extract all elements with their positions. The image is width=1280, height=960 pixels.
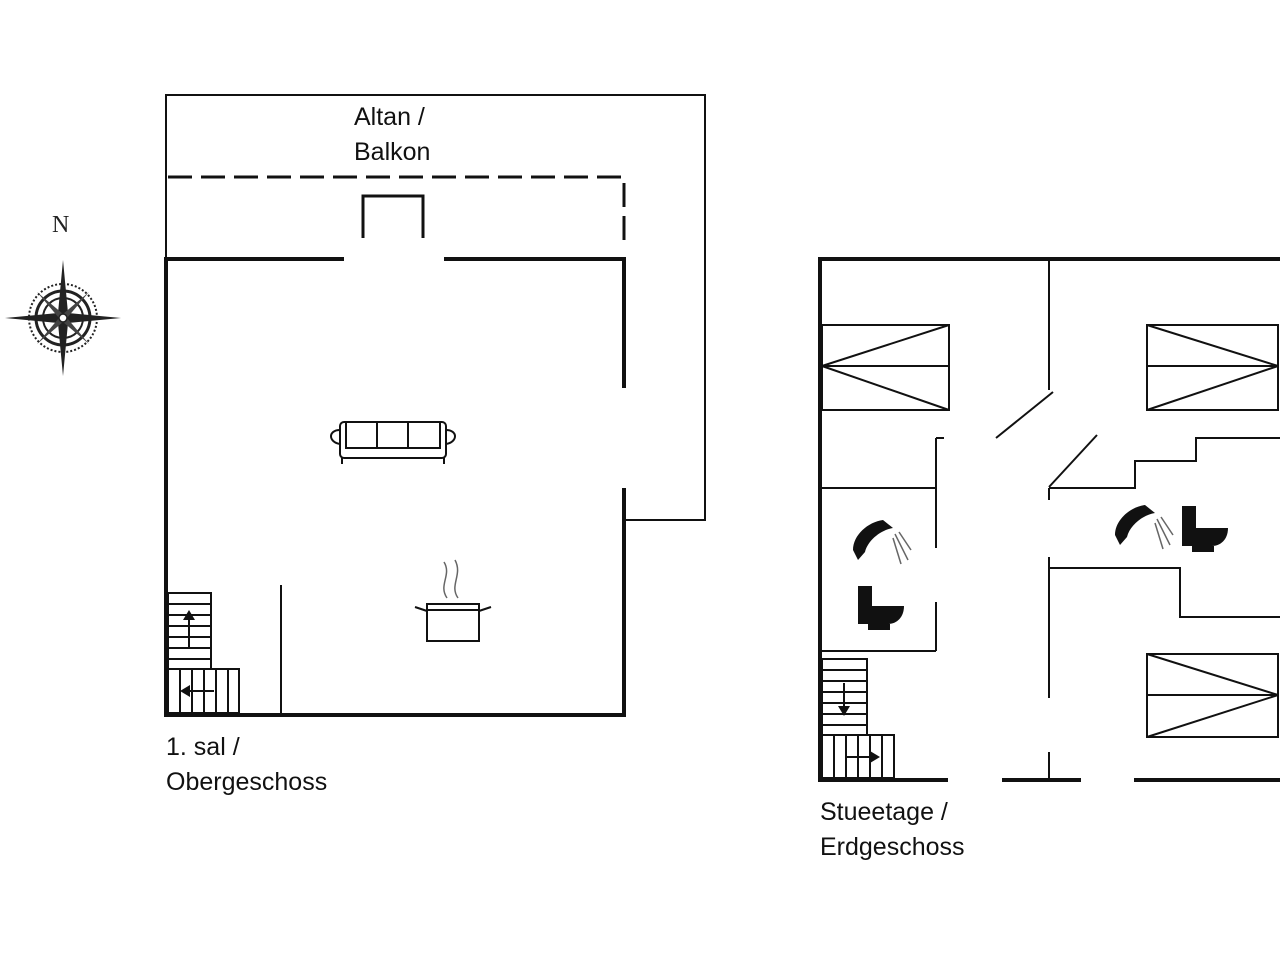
shower-icon bbox=[853, 520, 912, 565]
bed-icon bbox=[1146, 653, 1279, 738]
upper-floor-label-line2: Obergeschoss bbox=[166, 768, 328, 796]
compass-rose-icon bbox=[5, 260, 121, 376]
ground-floor-plan bbox=[818, 257, 1280, 782]
balcony-label: Altan / Balkon bbox=[354, 100, 430, 170]
staircase-icon bbox=[821, 658, 895, 779]
upper-floor-label: 1. sal / Obergeschoss bbox=[166, 730, 327, 800]
ground-floor-label-line1: Stueetage / bbox=[820, 798, 948, 826]
bed-icon bbox=[1146, 324, 1279, 411]
ground-floor-label-line2: Erdgeschoss bbox=[820, 833, 965, 861]
ground-floor-label: Stueetage / Erdgeschoss bbox=[820, 795, 965, 865]
toilet-icon bbox=[858, 586, 904, 630]
cooking-pot-icon bbox=[414, 559, 492, 642]
upper-floor-label-line1: 1. sal / bbox=[166, 733, 240, 761]
upper-floor-plan bbox=[164, 94, 706, 717]
north-label: N bbox=[52, 212, 70, 238]
bed-icon bbox=[821, 324, 950, 411]
toilet-icon bbox=[1182, 506, 1228, 552]
shower-icon bbox=[1115, 505, 1174, 550]
sofa-icon bbox=[330, 421, 456, 464]
balcony-label-line1: Altan / bbox=[354, 103, 425, 131]
balcony-label-line2: Balkon bbox=[354, 138, 431, 166]
staircase-icon bbox=[167, 592, 240, 714]
